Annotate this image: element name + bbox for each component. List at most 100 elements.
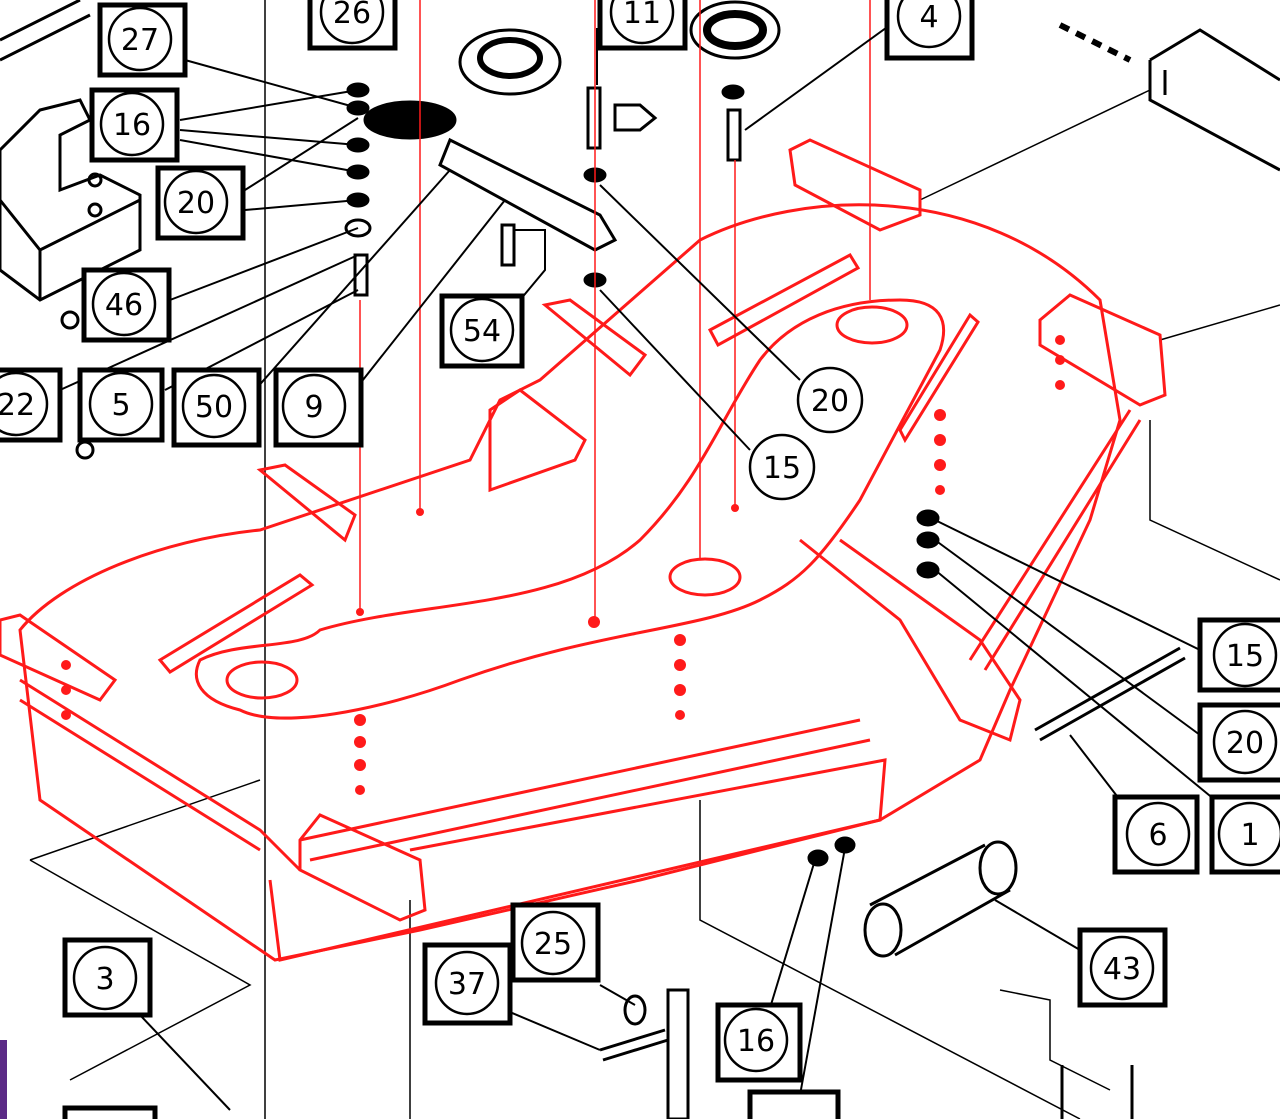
- deck-bracket-right: [1038, 293, 1167, 407]
- callout-label: 6: [1148, 818, 1167, 853]
- deck-front-skirt: [268, 758, 887, 962]
- callout-c26: 26: [307, 0, 398, 51]
- pulley-right: [689, 0, 781, 60]
- callout-c50: 50: [171, 367, 262, 448]
- bolt-vertical-c: [353, 253, 369, 297]
- deck-right-arm: [799, 538, 1022, 743]
- arrow-marker: [613, 103, 658, 132]
- deck-outline: [18, 203, 1122, 962]
- callout-label: 16: [737, 1024, 775, 1059]
- deck-top-channel: [194, 298, 946, 720]
- deck-mount-plate: [488, 388, 587, 493]
- callout-label: 43: [1103, 952, 1141, 987]
- roller-end-back: [978, 840, 1018, 896]
- bracket-bolt-b: [87, 202, 103, 218]
- callout-label: 9: [304, 390, 323, 425]
- callout-c16b: 16: [715, 1002, 803, 1083]
- callout-c15b: 15: [1197, 617, 1280, 693]
- deck-slot-2: [256, 463, 357, 543]
- pulley-left: [458, 28, 562, 96]
- callout-c25: 25: [510, 902, 601, 983]
- spindle-hole-right: [835, 305, 909, 345]
- roller-tube: [869, 843, 1011, 957]
- callout-c16a: 16: [89, 87, 180, 163]
- callout-c20a: 20: [155, 165, 246, 241]
- mower-deck: [0, 0, 1167, 962]
- bracket-bolt-d: [75, 440, 95, 460]
- edge-accent-bar: [0, 1040, 7, 1119]
- pin-37: [599, 1028, 669, 1062]
- callout-label: 4: [919, 0, 938, 35]
- callout-label: 16: [113, 108, 151, 143]
- deck-guide-lines: [359, 0, 871, 620]
- callout-c46: 46: [81, 267, 172, 343]
- callout-label: 27: [121, 23, 159, 58]
- callout-c37: 37: [422, 942, 513, 1026]
- left-bracket-edge: [0, 198, 141, 300]
- spindle-hole-left: [225, 660, 299, 700]
- nut-r2: [916, 531, 940, 549]
- callout-label: 25: [534, 927, 572, 962]
- deck-bracket-top-right: [788, 138, 922, 232]
- bracket-bolt-c: [60, 310, 80, 330]
- bolt-vertical-a: [586, 86, 602, 150]
- callout-label: 15: [763, 451, 801, 486]
- bolt-vertical-b: [726, 108, 742, 162]
- callout-c20b: 20: [796, 366, 864, 434]
- roller-end-front: [863, 902, 903, 958]
- callout-label: 22: [0, 388, 35, 423]
- callout-label: 20: [1226, 726, 1264, 761]
- callout-c3: 3: [62, 937, 153, 1018]
- callout-c9: 9: [273, 367, 364, 448]
- nut-r3: [916, 561, 940, 579]
- spindle-hole-center: [668, 557, 742, 597]
- callout-partial-bottom-mid: [747, 1089, 841, 1119]
- deck-fasteners: [61, 335, 1065, 795]
- spindle-bolts: [1058, 22, 1132, 63]
- callout-c11: 11: [597, 0, 688, 51]
- nut-b1: [807, 849, 829, 867]
- long-pin: [1034, 646, 1186, 742]
- callout-partial-bottom-left: [62, 1105, 158, 1119]
- deck-left-rail: [19, 678, 302, 872]
- idler-arm: [438, 137, 618, 252]
- deck-slot-5: [898, 312, 980, 444]
- callout-label: 37: [448, 967, 486, 1002]
- callout-label: 50: [195, 390, 233, 425]
- pulley-right-hub: [703, 10, 767, 50]
- deck-slot-1: [541, 298, 648, 378]
- bolts-lower-right: [1060, 1065, 1134, 1119]
- spindle-bracket: [1148, 28, 1280, 172]
- callout-label: 1: [1240, 818, 1259, 853]
- callout-label: 20: [811, 384, 849, 419]
- deck-bracket-left: [0, 613, 118, 702]
- deck-right-strut: [968, 409, 1142, 671]
- deck-skirt-inner: [299, 718, 871, 862]
- callout-c6: 6: [1112, 794, 1200, 875]
- callout-c20c: 20: [1197, 702, 1280, 783]
- callout-label: 11: [623, 0, 661, 31]
- callout-c22: 22: [0, 367, 63, 443]
- callout-label: 20: [177, 186, 215, 221]
- ring-25: [623, 994, 647, 1026]
- bolt-vertical-d: [500, 223, 516, 267]
- callout-c27a: 27: [97, 2, 188, 78]
- left-bracket-top: [0, 0, 91, 62]
- callout-label: 46: [105, 288, 143, 323]
- left-bracket-part: [0, 98, 142, 302]
- callout-c1: 1: [1209, 794, 1280, 875]
- callout-c43: 43: [1077, 927, 1168, 1008]
- callout-c4: 4: [884, 0, 975, 61]
- callout-c54: 54: [439, 293, 525, 369]
- callout-c15a: 15: [748, 433, 816, 501]
- deck-slot-4: [157, 573, 315, 674]
- callout-c5: 5: [77, 367, 165, 443]
- idler-slot: [363, 100, 457, 140]
- pulley-left-hub: [477, 37, 543, 79]
- pin-lower: [666, 988, 690, 1119]
- deck-slot-3: [707, 253, 861, 348]
- callout-label: 3: [95, 962, 114, 997]
